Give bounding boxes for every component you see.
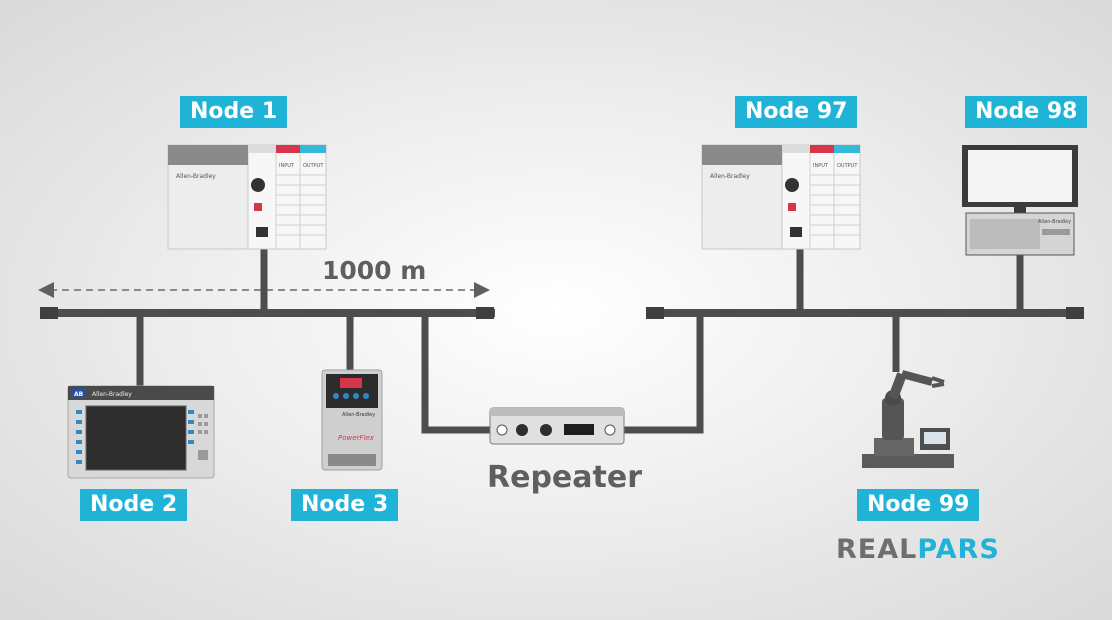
repeater-label: Repeater	[487, 460, 642, 495]
industrial-pc-node-98: Allen-Bradley	[962, 145, 1078, 256]
drive-brand: PowerFlex	[338, 434, 375, 442]
bus-segment-right	[646, 307, 1084, 319]
realpars-logo: REALPARS	[836, 534, 1000, 565]
node-99-label: Node 99	[857, 489, 980, 521]
plc97-output: OUTPUT	[837, 163, 858, 169]
distance-arrow	[38, 282, 490, 298]
logo-part-2: PARS	[917, 534, 1000, 565]
robot-node-99	[862, 370, 954, 468]
hmi-brand: Allen-Bradley	[92, 391, 132, 398]
drive-ab: Allen-Bradley	[342, 412, 375, 418]
node-98-label: Node 98	[965, 96, 1088, 128]
pc-brand: Allen-Bradley	[1038, 219, 1071, 225]
hmi-ab: AB	[74, 391, 84, 398]
logo-part-1: REAL	[836, 534, 918, 565]
plc97-brand: Allen-Bradley	[710, 173, 750, 180]
plc-node-1: Allen-Bradley INPUT OUTPUT	[167, 144, 327, 250]
node-2-label: Node 2	[80, 489, 188, 521]
node-97-label: Node 97	[735, 96, 858, 128]
plc97-input: INPUT	[813, 163, 829, 169]
hmi-panel-node-2: AB Allen-Bradley	[67, 385, 215, 479]
plc1-output: OUTPUT	[303, 163, 324, 169]
plc-node-97: Allen-Bradley INPUT OUTPUT	[701, 144, 861, 250]
drive-node-3: Allen-Bradley PowerFlex	[321, 369, 383, 471]
drop-cables	[136, 246, 1024, 434]
node-1-label: Node 1	[180, 96, 288, 128]
repeater-device	[489, 407, 625, 445]
node-3-label: Node 3	[291, 489, 399, 521]
plc1-brand: Allen-Bradley	[176, 173, 216, 180]
bus-segment-left	[40, 307, 495, 319]
distance-label: 1000 m	[322, 256, 427, 285]
plc1-input: INPUT	[279, 163, 295, 169]
